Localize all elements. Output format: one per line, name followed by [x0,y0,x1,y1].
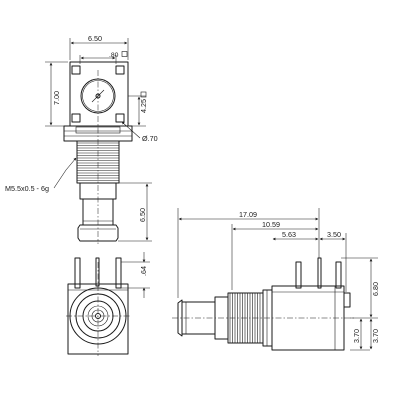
dim-side-upper-height: 6.80 [371,282,380,296]
dim-side-mid: 10.59 [262,220,280,229]
side-view-tip [177,299,183,337]
top-view-pad-br [115,113,125,123]
dim-side-lower-height-b: 3.70 [371,329,380,343]
dim-side-right-seg: 3.50 [327,230,341,239]
dim-side-lower-height-a: 3.70 [352,329,361,343]
side-view-end-stub [343,292,351,308]
dim-side-left-seg: 5.63 [282,230,296,239]
top-view-pad-bl [71,113,81,123]
top-view-pad-tl [71,65,81,75]
front-view-pin-left [74,257,81,289]
dim-top-height: 7.00 [52,91,61,105]
dim-front-pin: .64 [139,266,148,276]
front-view: .64 [66,252,150,356]
top-view: 6.50 .80 7.00 4.25 Ø.70 M5.5x0.5 - 6g 6.… [5,34,158,244]
dim-side-overall: 17.09 [239,210,257,219]
side-view: 17.09 10.59 5.63 3.50 6.80 3.70 3.70 [172,208,380,351]
square-symbol-icon [121,51,128,57]
square-symbol-icon-2 [140,91,147,98]
side-view-pin-right [335,261,342,289]
top-view-receptacle-inner [82,80,114,112]
side-view-pin-mid [317,257,322,289]
dim-top-width: 6.50 [88,34,102,43]
dim-top-pin-offset: 4.25 [139,99,148,113]
dim-top-pin-spacing: .80 [109,52,119,59]
dim-top-lower-length: 6.50 [138,208,147,222]
side-view-pin-left [295,261,302,289]
front-view-pin-right [115,257,122,289]
top-view-tip [77,224,119,242]
dim-thread-spec: M5.5x0.5 - 6g [5,184,49,193]
front-view-pin-mid [95,257,100,287]
top-view-pad-tr [115,65,125,75]
dim-top-diameter: Ø.70 [142,134,158,143]
